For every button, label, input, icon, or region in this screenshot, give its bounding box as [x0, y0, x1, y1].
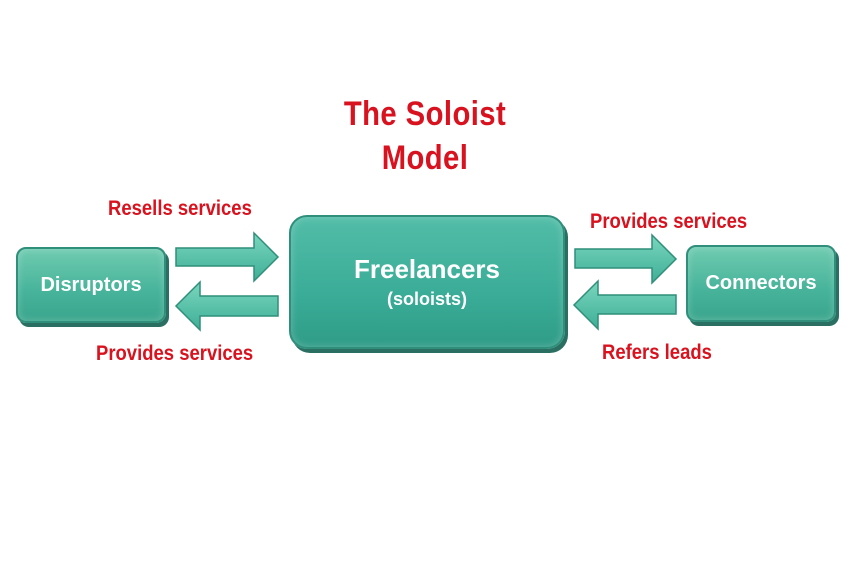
node-disruptors-label: Disruptors [40, 273, 142, 296]
node-freelancers-sublabel: (soloists) [386, 289, 467, 309]
node-connectors-label: Connectors [705, 272, 817, 294]
diagram-title: The Soloist Model [318, 92, 533, 180]
edge-label-resells: Resells services [108, 197, 252, 220]
node-freelancers-label: Freelancers [354, 254, 500, 284]
edge-label-provides-left: Provides services [96, 342, 254, 365]
title-line-2: Model [381, 139, 469, 177]
edge-label-provides-right: Provides services [590, 210, 748, 233]
title-line-1: The Soloist [343, 95, 507, 133]
arrow-right-resells [175, 231, 280, 283]
node-disruptors: Disruptors [16, 247, 166, 323]
arrow-left-refers [572, 279, 677, 331]
node-connectors: Connectors [686, 245, 836, 322]
edge-label-refers: Refers leads [602, 341, 712, 364]
arrow-left-provides [174, 280, 279, 332]
node-freelancers: Freelancers (soloists) [289, 215, 565, 349]
arrow-right-provides [574, 233, 678, 285]
